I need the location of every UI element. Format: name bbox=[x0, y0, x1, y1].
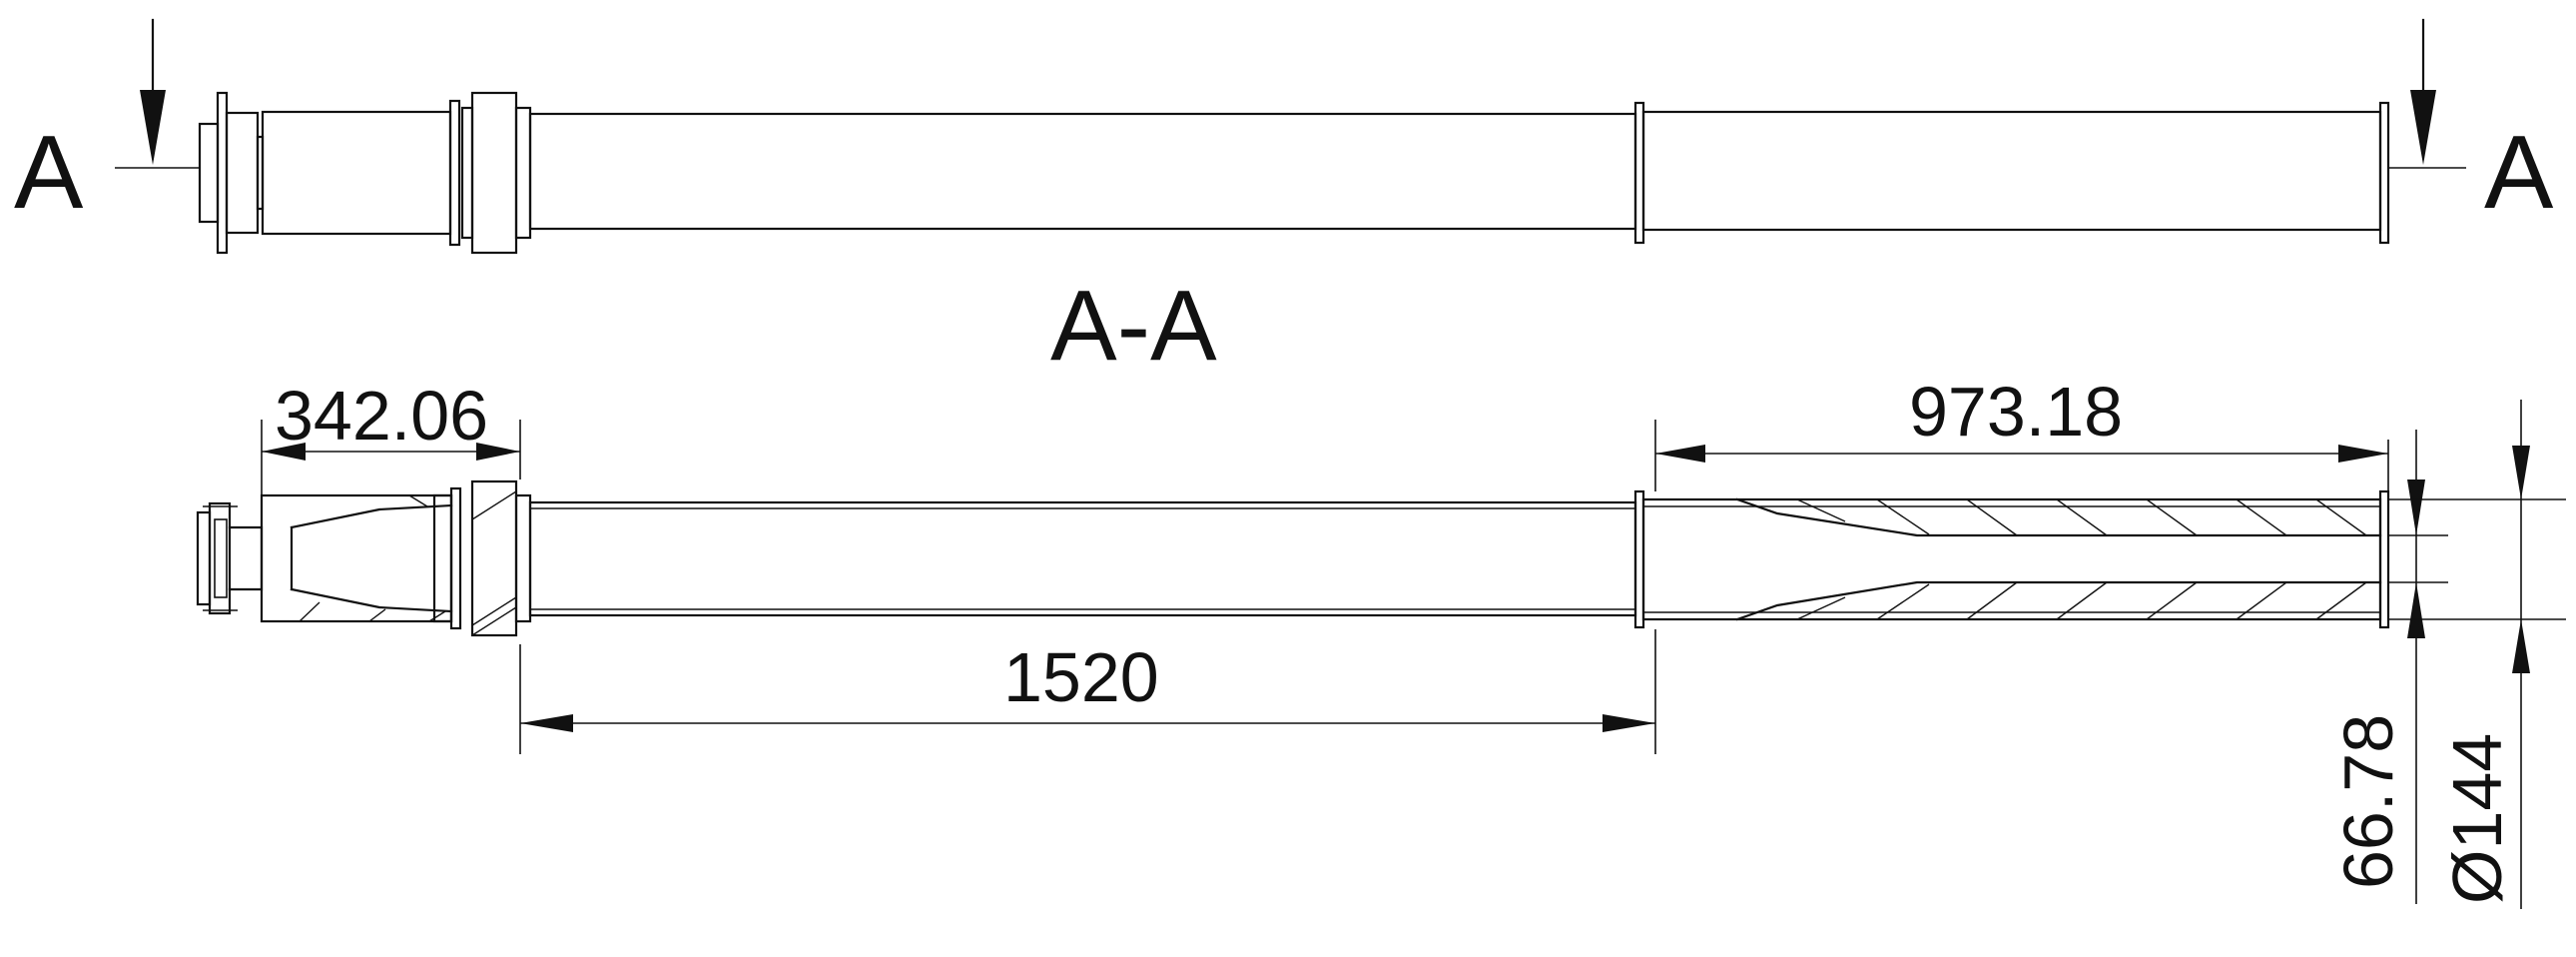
top-main-tube bbox=[528, 112, 1637, 231]
section-segment-1 bbox=[260, 493, 453, 623]
dimension-label-342: 342.06 bbox=[275, 377, 488, 455]
section-main-tube bbox=[528, 500, 1637, 617]
section-end-tube bbox=[1641, 497, 2382, 621]
section-coupling bbox=[432, 479, 532, 637]
dimension-label-973: 973.18 bbox=[1909, 373, 2123, 451]
top-end-tube bbox=[1641, 110, 2382, 232]
section-marker-left: A bbox=[14, 115, 84, 231]
top-end-fitting bbox=[198, 91, 265, 255]
section-end-fitting bbox=[196, 501, 264, 615]
top-segment-1 bbox=[261, 110, 452, 236]
top-end-flange bbox=[2378, 101, 2390, 245]
top-view bbox=[198, 91, 2390, 255]
section-marker-right: A bbox=[2484, 115, 2554, 231]
dimension-label-1520: 1520 bbox=[1003, 638, 1159, 716]
dimension-973 bbox=[1654, 420, 2389, 491]
dimension-6678 bbox=[2388, 430, 2448, 904]
section-mid-flange bbox=[1633, 489, 1645, 629]
section-cut-arrows bbox=[115, 18, 2466, 169]
top-mid-flange bbox=[1633, 101, 1645, 245]
dimension-342 bbox=[261, 420, 521, 494]
section-end-flange bbox=[2378, 489, 2390, 629]
section-view bbox=[196, 479, 2390, 637]
dimension-label-6678: 66.78 bbox=[2329, 714, 2407, 889]
dimension-144 bbox=[2388, 400, 2566, 909]
top-flange-1 bbox=[448, 99, 461, 247]
dimension-1520 bbox=[519, 629, 1656, 754]
dimension-label-144: Ø144 bbox=[2438, 733, 2516, 904]
top-coupling bbox=[460, 91, 532, 255]
section-title: A-A bbox=[1050, 270, 1217, 382]
